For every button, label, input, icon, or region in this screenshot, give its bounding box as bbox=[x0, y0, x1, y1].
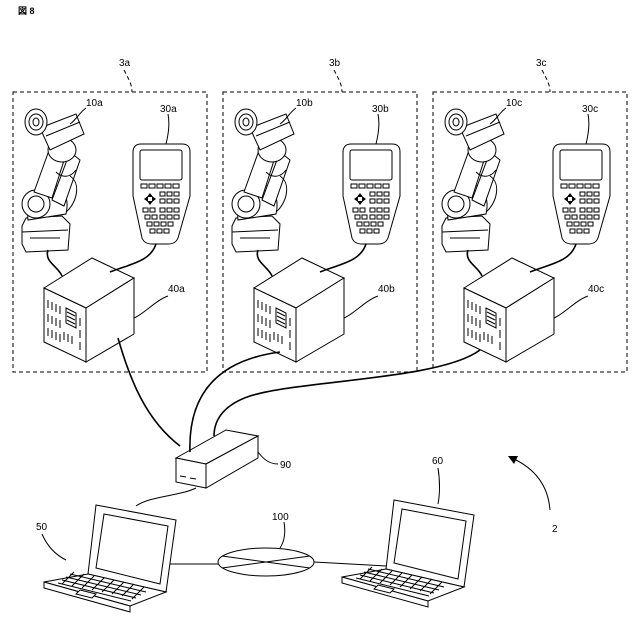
cable-robot-controller-c bbox=[467, 250, 482, 276]
controller-label-40c: 40c bbox=[588, 284, 604, 295]
robot-label-10c: 10c bbox=[506, 98, 522, 109]
teach-pendant-icon-c bbox=[553, 144, 610, 244]
network-hub: 90 bbox=[176, 430, 292, 488]
robot-cell-a: 3a 10a 30a 40a bbox=[13, 58, 207, 372]
robot-cell-b: 3b 10b 30b 40b bbox=[223, 58, 417, 372]
industrial-robot-icon-b bbox=[232, 109, 294, 252]
link-hub-laptop bbox=[136, 488, 196, 506]
leader-40b bbox=[344, 296, 378, 318]
pendant-label-30a: 30a bbox=[160, 104, 177, 115]
leader-90 bbox=[258, 452, 278, 464]
cable-pendant-controller-a bbox=[110, 244, 156, 272]
robot-cell-c: 3c 10c 30c 40c bbox=[433, 58, 627, 372]
leader-60 bbox=[438, 468, 440, 504]
leader-30c bbox=[586, 114, 589, 144]
cable-pendant-controller-c bbox=[530, 244, 576, 272]
cable-pendant-controller-b bbox=[320, 244, 366, 272]
pendant-label-30b: 30b bbox=[372, 104, 389, 115]
network-cloud: 100 bbox=[218, 512, 314, 576]
industrial-robot-icon-c bbox=[442, 109, 504, 252]
leader-40c bbox=[554, 296, 588, 318]
leader-30b bbox=[376, 114, 379, 144]
system-arrow: 2 bbox=[508, 456, 558, 535]
pendant-label-30c: 30c bbox=[582, 104, 598, 115]
controller-label-40a: 40a bbox=[168, 284, 185, 295]
link-network-laptop bbox=[314, 562, 386, 566]
teach-pendant-icon-b bbox=[343, 144, 400, 244]
robot-controller-icon-b bbox=[254, 258, 344, 362]
leader-3b bbox=[334, 70, 342, 92]
cable-controller-c-hub bbox=[214, 350, 480, 436]
leader-3c bbox=[542, 70, 550, 92]
industrial-robot-icon-a bbox=[22, 109, 84, 252]
controller-label-40b: 40b bbox=[378, 284, 395, 295]
figure-title: 図 8 bbox=[18, 6, 35, 16]
hub-label-90: 90 bbox=[280, 460, 292, 471]
group-label-3a: 3a bbox=[119, 58, 131, 69]
cable-robot-controller-a bbox=[47, 250, 62, 276]
cable-controller-a-hub bbox=[118, 338, 180, 446]
group-label-3b: 3b bbox=[329, 58, 341, 69]
leader-40a bbox=[134, 296, 168, 318]
cable-robot-controller-b bbox=[257, 250, 272, 276]
laptop-label-60: 60 bbox=[432, 456, 444, 467]
system-label-2: 2 bbox=[552, 524, 558, 535]
leader-100 bbox=[280, 522, 285, 548]
group-label-3c: 3c bbox=[536, 58, 547, 69]
teach-pendant-icon-a bbox=[133, 144, 190, 244]
leader-30a bbox=[166, 114, 169, 144]
robot-label-10b: 10b bbox=[296, 98, 313, 109]
laptop-label-50: 50 bbox=[36, 522, 48, 533]
leader-3a bbox=[124, 70, 132, 92]
robot-label-10a: 10a bbox=[86, 98, 103, 109]
robot-controller-icon-c bbox=[464, 258, 554, 362]
leader-50 bbox=[42, 534, 66, 560]
laptop-computer-icon-right bbox=[342, 500, 474, 607]
network-label-100: 100 bbox=[272, 512, 289, 523]
